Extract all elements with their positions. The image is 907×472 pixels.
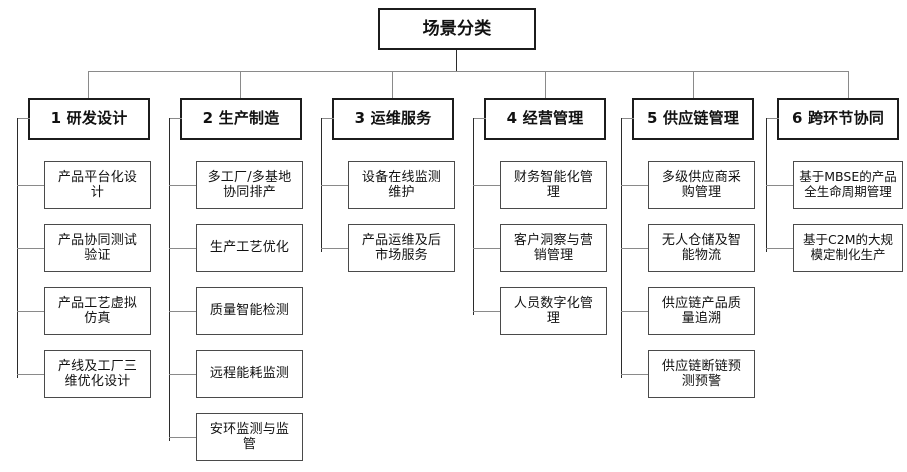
- stub-col-1-child-2: [17, 248, 45, 249]
- leaf-node-5-4-label: 供应链断链预 测预警: [661, 358, 742, 389]
- stub-col-5-child-1: [621, 185, 649, 186]
- leaf-node-1-1[interactable]: 产品平台化设 计: [44, 161, 152, 210]
- leaf-node-2-2[interactable]: 生产工艺优化: [196, 224, 304, 273]
- column-header-5-label: 5 供应链管理: [646, 109, 740, 128]
- leaf-node-2-3[interactable]: 质量智能检测: [196, 287, 304, 336]
- leaf-node-5-3-label: 供应链产品质 量追溯: [661, 295, 742, 326]
- stub-col-2-child-2: [169, 248, 197, 249]
- stub-col-6-child-1: [766, 185, 794, 186]
- trunk-entry-col-6: [766, 118, 779, 119]
- root-node-label: 场景分类: [422, 18, 492, 39]
- stub-col-5-child-4: [621, 374, 649, 375]
- leaf-node-4-2[interactable]: 客户洞察与营 销管理: [500, 224, 608, 273]
- leaf-node-5-2[interactable]: 无人仓储及智 能物流: [648, 224, 756, 273]
- leaf-node-4-3[interactable]: 人员数字化管 理: [500, 287, 608, 336]
- bus-drop-col-5: [693, 71, 694, 118]
- bus-drop-col-4: [545, 71, 546, 118]
- trunk-col-4: [473, 118, 474, 315]
- stub-col-2-child-5: [169, 437, 197, 438]
- stub-col-2-child-4: [169, 374, 197, 375]
- stub-col-6-child-2: [766, 248, 794, 249]
- column-header-3[interactable]: 3 运维服务: [332, 98, 454, 140]
- leaf-node-1-4[interactable]: 产线及工厂三 维优化设计: [44, 350, 152, 399]
- leaf-node-6-2-label: 基于C2M的大规 模定制化生产: [803, 232, 893, 262]
- leaf-node-2-5[interactable]: 安环监测与监 管: [196, 413, 304, 462]
- leaf-node-4-2-label: 客户洞察与营 销管理: [513, 232, 594, 263]
- trunk-entry-col-1: [17, 118, 30, 119]
- stub-col-1-child-4: [17, 374, 45, 375]
- leaf-node-5-2-label: 无人仓储及智 能物流: [661, 232, 742, 263]
- trunk-col-2: [169, 118, 170, 441]
- leaf-node-5-3[interactable]: 供应链产品质 量追溯: [648, 287, 756, 336]
- leaf-node-6-2[interactable]: 基于C2M的大规 模定制化生产: [793, 224, 904, 273]
- bus-drop-col-1: [88, 71, 89, 118]
- column-header-6-label: 6 跨环节协同: [791, 109, 885, 128]
- root-stem-connector: [456, 50, 457, 71]
- leaf-node-1-1-label: 产品平台化设 计: [57, 169, 138, 200]
- trunk-entry-col-4: [473, 118, 486, 119]
- stub-col-1-child-3: [17, 311, 45, 312]
- trunk-entry-col-3: [321, 118, 334, 119]
- column-header-1-label: 1 研发设计: [50, 109, 128, 128]
- leaf-node-5-1[interactable]: 多级供应商采 购管理: [648, 161, 756, 210]
- leaf-node-2-1-label: 多工厂/多基地 协同排产: [207, 169, 292, 200]
- leaf-node-4-1-label: 财务智能化管 理: [513, 169, 594, 200]
- leaf-node-2-1[interactable]: 多工厂/多基地 协同排产: [196, 161, 304, 210]
- column-header-1[interactable]: 1 研发设计: [28, 98, 150, 140]
- leaf-node-2-3-label: 质量智能检测: [209, 303, 290, 319]
- leaf-node-5-1-label: 多级供应商采 购管理: [661, 169, 742, 200]
- leaf-node-1-3[interactable]: 产品工艺虚拟 仿真: [44, 287, 152, 336]
- leaf-node-3-1-label: 设备在线监测 维护: [361, 169, 442, 200]
- leaf-node-6-1-label: 基于MBSE的产品 全生命周期管理: [799, 169, 897, 199]
- trunk-entry-col-5: [621, 118, 634, 119]
- bus-drop-col-2: [240, 71, 241, 118]
- leaf-node-2-4-label: 远程能耗监测: [209, 366, 290, 382]
- stub-col-2-child-1: [169, 185, 197, 186]
- leaf-node-1-2-label: 产品协同测试 验证: [57, 232, 138, 263]
- trunk-entry-col-2: [169, 118, 182, 119]
- column-header-4[interactable]: 4 经营管理: [484, 98, 606, 140]
- stub-col-4-child-2: [473, 248, 501, 249]
- leaf-node-2-4[interactable]: 远程能耗监测: [196, 350, 304, 399]
- leaf-node-5-4[interactable]: 供应链断链预 测预警: [648, 350, 756, 399]
- leaf-node-4-1[interactable]: 财务智能化管 理: [500, 161, 608, 210]
- column-header-4-label: 4 经营管理: [506, 109, 584, 128]
- leaf-node-3-2-label: 产品运维及后 市场服务: [361, 232, 442, 263]
- leaf-node-2-2-label: 生产工艺优化: [209, 240, 290, 256]
- column-header-2[interactable]: 2 生产制造: [180, 98, 302, 140]
- leaf-node-3-2[interactable]: 产品运维及后 市场服务: [348, 224, 456, 273]
- bus-drop-col-3: [392, 71, 393, 118]
- root-node[interactable]: 场景分类: [378, 8, 536, 50]
- column-header-6[interactable]: 6 跨环节协同: [777, 98, 899, 140]
- leaf-node-4-3-label: 人员数字化管 理: [513, 295, 594, 326]
- stub-col-3-child-2: [321, 248, 349, 249]
- column-header-3-label: 3 运维服务: [354, 109, 432, 128]
- leaf-node-1-3-label: 产品工艺虚拟 仿真: [57, 295, 138, 326]
- stub-col-1-child-1: [17, 185, 45, 186]
- stub-col-5-child-3: [621, 311, 649, 312]
- top-bus-connector: [88, 71, 848, 72]
- stub-col-4-child-3: [473, 311, 501, 312]
- column-header-2-label: 2 生产制造: [202, 109, 280, 128]
- column-header-5[interactable]: 5 供应链管理: [632, 98, 754, 140]
- stub-col-2-child-3: [169, 311, 197, 312]
- leaf-node-1-4-label: 产线及工厂三 维优化设计: [57, 358, 138, 389]
- leaf-node-1-2[interactable]: 产品协同测试 验证: [44, 224, 152, 273]
- leaf-node-3-1[interactable]: 设备在线监测 维护: [348, 161, 456, 210]
- stub-col-4-child-1: [473, 185, 501, 186]
- stub-col-3-child-1: [321, 185, 349, 186]
- leaf-node-6-1[interactable]: 基于MBSE的产品 全生命周期管理: [793, 161, 904, 210]
- stub-col-5-child-2: [621, 248, 649, 249]
- leaf-node-2-5-label: 安环监测与监 管: [209, 421, 290, 452]
- bus-drop-col-6: [848, 71, 849, 118]
